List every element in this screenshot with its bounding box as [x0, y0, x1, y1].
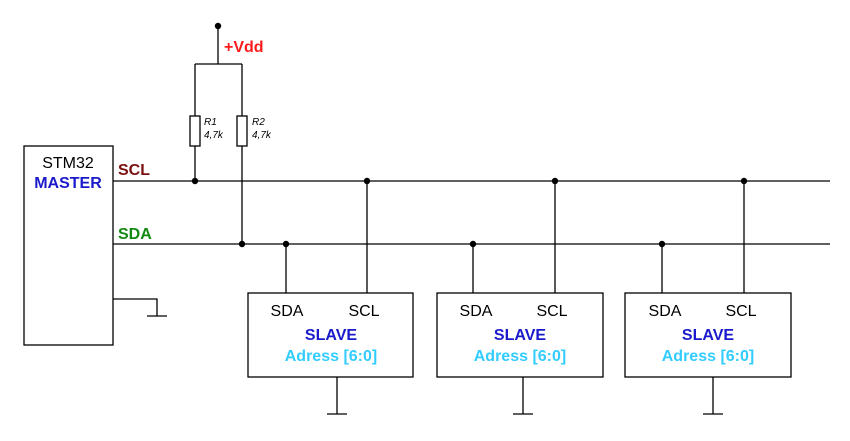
resistor-r1-body [189, 115, 201, 147]
master-device: STM32 MASTER [23, 145, 167, 346]
junction-dot [238, 240, 246, 248]
slave-device-2: SDA SCL SLAVE Adress [6:0] [436, 181, 604, 415]
junction-dots [191, 177, 748, 248]
resistor-r1: R1 4,7k [189, 64, 224, 181]
slave-pin-scl: SCL [725, 303, 756, 320]
slave-device-3: SDA SCL SLAVE Adress [6:0] [624, 181, 792, 415]
slave-box [624, 292, 792, 378]
slave-box [247, 292, 414, 378]
slave-box [436, 292, 604, 378]
resistor-r2-body [236, 115, 248, 147]
slave-address: Adress [6:0] [285, 348, 377, 365]
slave-address: Adress [6:0] [662, 348, 754, 365]
resistor-r2-value: 4,7k [252, 130, 272, 141]
slave-pin-scl: SCL [348, 303, 379, 320]
master-chip-label: STM32 [42, 155, 94, 172]
sda-bus-label: SDA [118, 226, 152, 243]
slave-title: SLAVE [305, 327, 357, 344]
slave-address: Adress [6:0] [474, 348, 566, 365]
slave-device-1: SDA SCL SLAVE Adress [6:0] [247, 181, 414, 415]
slave-pin-sda: SDA [460, 303, 493, 320]
slave-pin-scl: SCL [536, 303, 567, 320]
slave-pin-sda: SDA [649, 303, 682, 320]
slave-pin-sda: SDA [271, 303, 304, 320]
resistor-r1-value: 4,7k [204, 130, 224, 141]
resistor-r1-name: R1 [204, 117, 217, 128]
power-supply: +Vdd [195, 22, 264, 65]
junction-dot [191, 177, 199, 185]
resistor-r2: R2 4,7k [236, 64, 272, 244]
bus-lines: SCL SDA [113, 162, 830, 245]
slave-title: SLAVE [494, 327, 546, 344]
slave-title: SLAVE [682, 327, 734, 344]
vdd-label: +Vdd [224, 39, 264, 56]
master-box [23, 145, 114, 346]
master-role-label: MASTER [34, 175, 102, 192]
master-ground-wire [113, 298, 158, 316]
resistor-r2-name: R2 [252, 117, 265, 128]
scl-bus-label: SCL [118, 162, 150, 179]
